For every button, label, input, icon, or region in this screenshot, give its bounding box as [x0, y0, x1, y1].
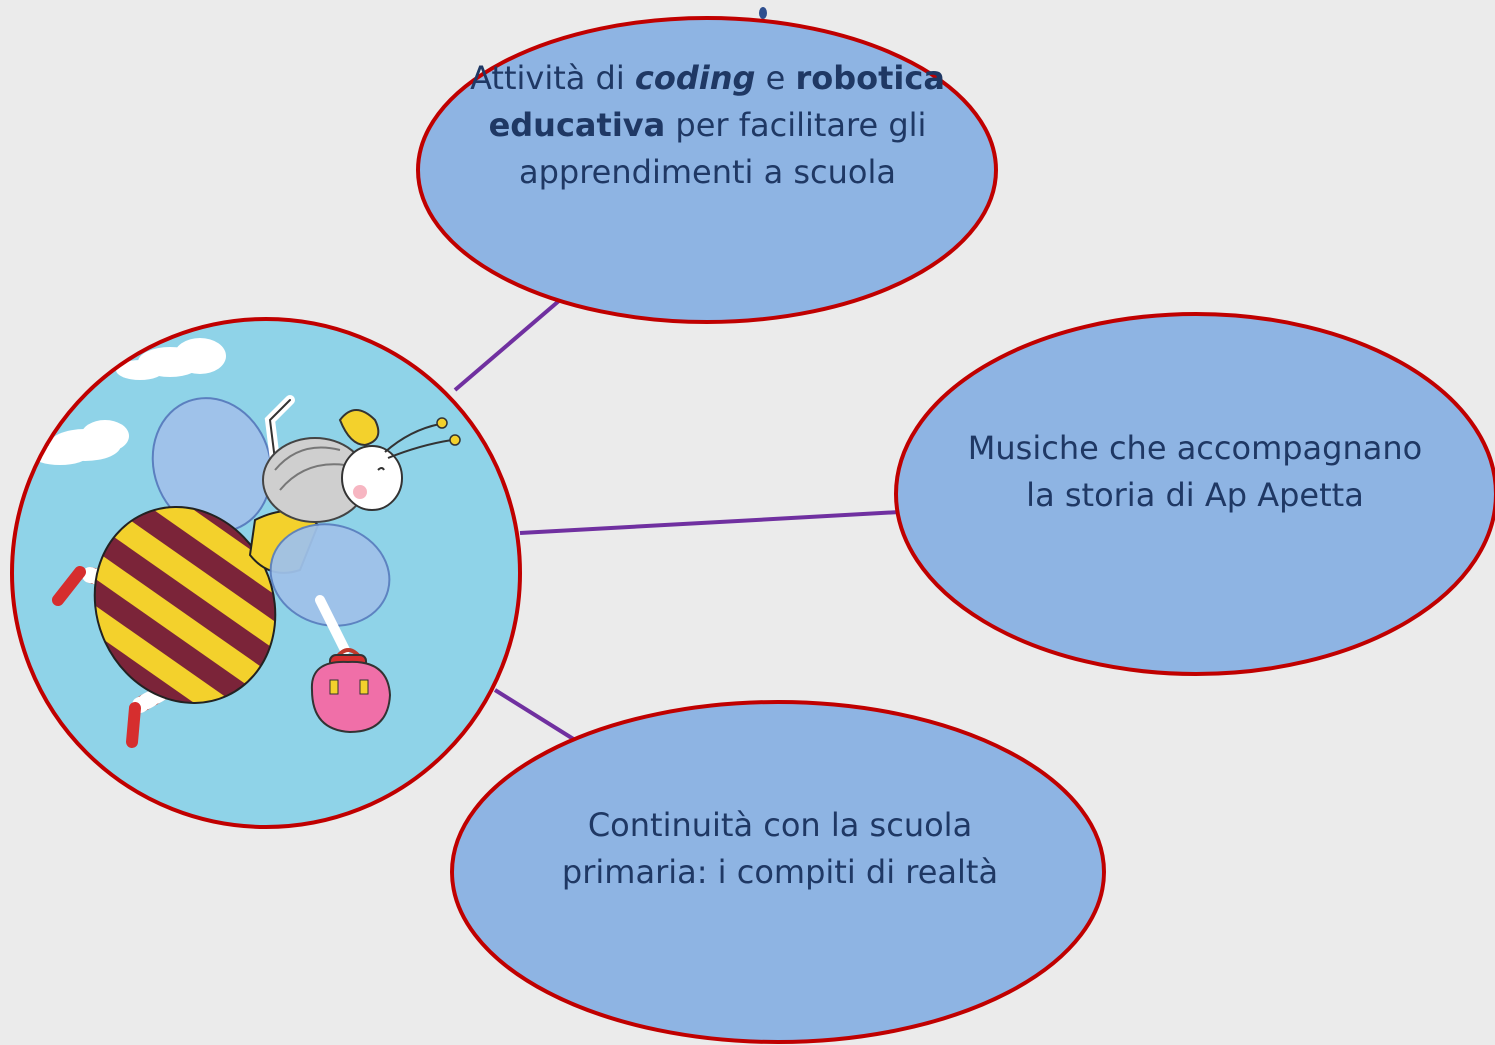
- cloud-icon: [116, 338, 226, 380]
- node-top-label: Attività di coding e robotica educativa …: [470, 55, 945, 196]
- central-image: [10, 317, 522, 829]
- node-top-text-post: per facilitare gli apprendimenti a scuol…: [518, 106, 927, 191]
- node-right-shape: [894, 312, 1495, 676]
- node-right-label: Musiche che accompagnano la storia di Ap…: [967, 429, 1423, 514]
- node-top-text-mid: e: [755, 59, 796, 97]
- node-top-text-strong: robotica educativa: [488, 59, 945, 144]
- node-top-shape: [416, 16, 998, 324]
- handbag-icon: [310, 648, 392, 734]
- node-bottom-shape: [450, 700, 1106, 1044]
- connector-to-right: [519, 510, 901, 535]
- node-bottom-label: Continuità con la scuola primaria: i com…: [561, 806, 999, 891]
- connector-to-bottom: [493, 688, 577, 742]
- node-top-text-em: coding: [634, 59, 756, 97]
- bee-girl-illustration: [52, 395, 461, 748]
- node-top-text-pre: Attività di: [470, 59, 635, 97]
- top-marker-dot: [759, 7, 767, 19]
- connector-to-top: [453, 298, 562, 392]
